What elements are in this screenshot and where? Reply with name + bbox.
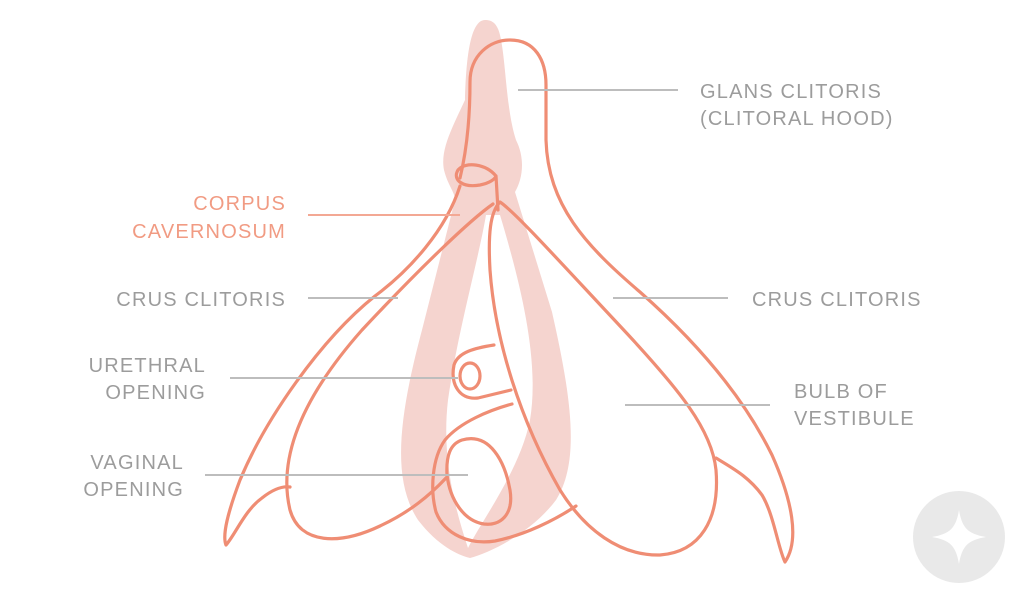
urethral-label-2: OPENING xyxy=(105,382,206,404)
glans-hood-outline xyxy=(458,38,795,564)
crus-left-label: CRUS CLITORIS xyxy=(116,289,286,311)
urethral-label-1: URETHRAL xyxy=(89,355,206,377)
corpus-cavernosum-shape xyxy=(401,20,571,558)
left-crus-outline xyxy=(223,184,462,547)
vaginal-opening-outline xyxy=(445,437,513,526)
crus-right-label: CRUS CLITORIS xyxy=(752,289,922,311)
left-bulb-outline xyxy=(285,202,495,541)
vestibule-outline xyxy=(431,402,578,544)
urethral-surround-outline xyxy=(451,343,513,400)
glans-label-1: GLANS CLITORIS xyxy=(700,81,882,103)
urethral-opening-outline xyxy=(458,361,482,391)
corpus-label-2: CAVERNOSUM xyxy=(132,221,286,243)
vaginal-label-2: OPENING xyxy=(83,479,184,501)
corpus-label-1: CORPUS xyxy=(193,193,286,215)
vaginal-label-1: VAGINAL xyxy=(90,452,184,474)
bulb-label-2: VESTIBULE xyxy=(794,408,915,430)
glans-label-2: (CLITORAL HOOD) xyxy=(700,108,894,130)
right-bulb-outline xyxy=(487,200,719,557)
bulb-label-1: BULB OF xyxy=(794,381,888,403)
sparkle-star-icon xyxy=(913,491,1005,583)
